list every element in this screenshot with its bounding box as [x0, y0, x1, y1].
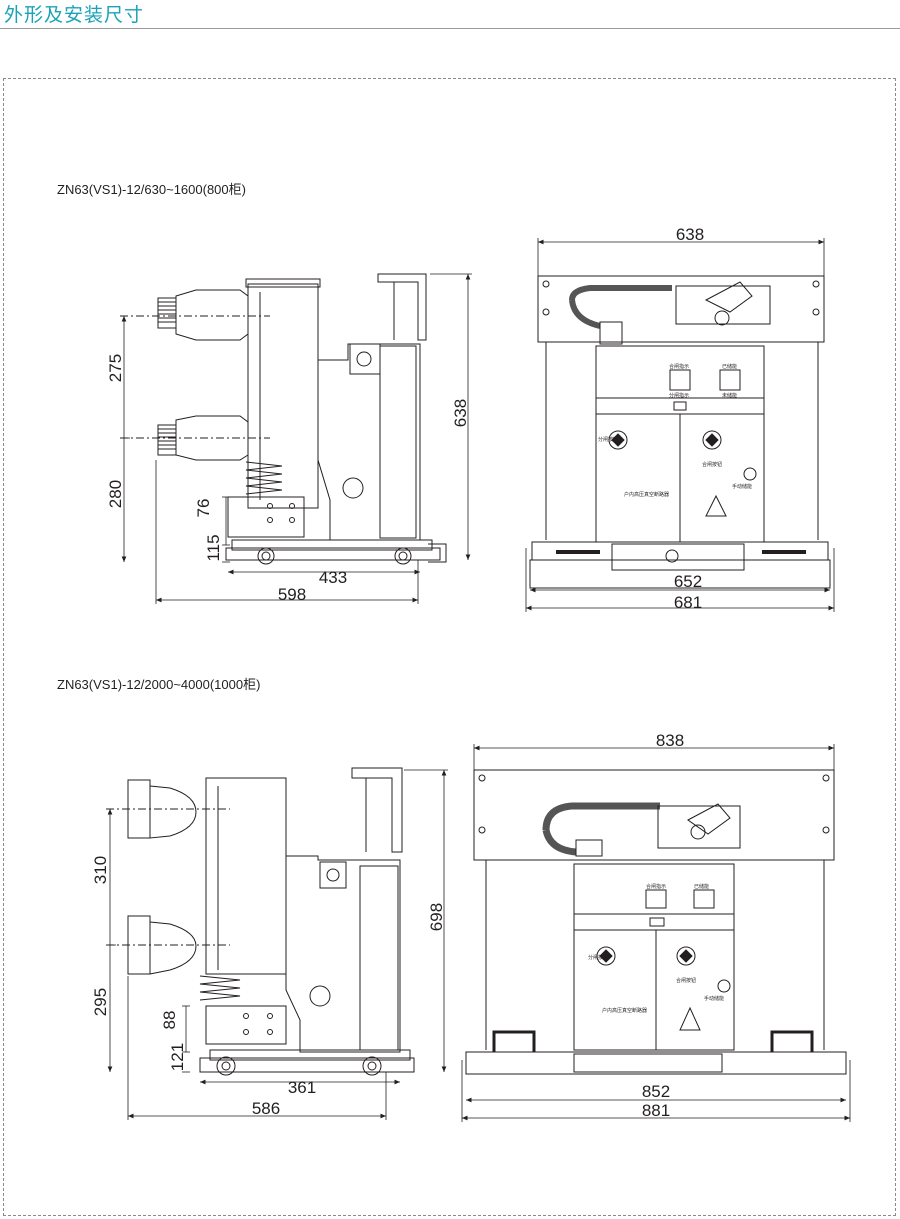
label-stored-1: 已储能: [722, 363, 737, 370]
label-open-indicator-1: 分闸指示: [669, 392, 689, 399]
dim-280: 280: [106, 480, 125, 508]
page-title: 外形及安装尺寸: [4, 4, 145, 26]
label-close-indicator-1: 合闸指示: [669, 363, 689, 370]
label-close-indicator-2: 合闸指示: [646, 883, 666, 890]
dim-76: 76: [194, 499, 213, 518]
dim-586: 586: [252, 1099, 280, 1118]
dim-881: 881: [642, 1101, 670, 1120]
dim-front-638: 638: [676, 225, 704, 244]
label-open-button-1: 分闸按钮: [598, 436, 618, 443]
label-close-button-2: 合闸按钮: [676, 977, 696, 984]
dim-361: 361: [288, 1078, 316, 1097]
dim-side-638: 638: [451, 399, 470, 427]
side-view-1: [120, 273, 447, 565]
dim-front-838: 838: [656, 731, 684, 750]
front-view-1-dimensions: [525, 238, 835, 612]
label-close-button-1: 合闸按钮: [702, 461, 722, 468]
dim-121: 121: [168, 1043, 187, 1071]
dim-side-698: 698: [427, 903, 446, 931]
label-stored-2: 已储能: [694, 883, 709, 890]
dim-598: 598: [278, 585, 306, 604]
model-label-1: ZN63(VS1)-12/630~1600(800柜): [57, 182, 246, 197]
label-open-button-2: 分闸按钮: [588, 954, 608, 961]
front-view-1: [529, 275, 831, 589]
front-view-2: [465, 769, 847, 1075]
label-nameplate-2: 户内高压真空断路器: [602, 1007, 647, 1014]
dim-681: 681: [674, 593, 702, 612]
label-nameplate-1: 户内高压真空断路器: [624, 491, 669, 498]
dashed-frame: [3, 78, 896, 1216]
dim-275: 275: [106, 354, 125, 382]
header-divider: [0, 28, 900, 29]
dim-88: 88: [160, 1011, 179, 1030]
front-view-2-dimensions: [461, 744, 851, 1122]
dim-652: 652: [674, 572, 702, 591]
dim-115: 115: [204, 534, 223, 561]
side-view-2-dimensions: [107, 769, 448, 1120]
label-not-stored-1: 未储能: [722, 392, 737, 399]
label-manual-storage-2: 手动储能: [704, 995, 724, 1002]
model-label-2: ZN63(VS1)-12/2000~4000(1000柜): [57, 677, 261, 692]
dim-852: 852: [642, 1082, 670, 1101]
side-view-1-dimensions: [121, 273, 472, 604]
dim-310: 310: [91, 856, 110, 884]
dim-433: 433: [319, 568, 347, 587]
label-manual-storage-1: 手动储能: [732, 483, 752, 490]
side-view-2: [106, 767, 415, 1076]
dim-295: 295: [91, 988, 110, 1016]
